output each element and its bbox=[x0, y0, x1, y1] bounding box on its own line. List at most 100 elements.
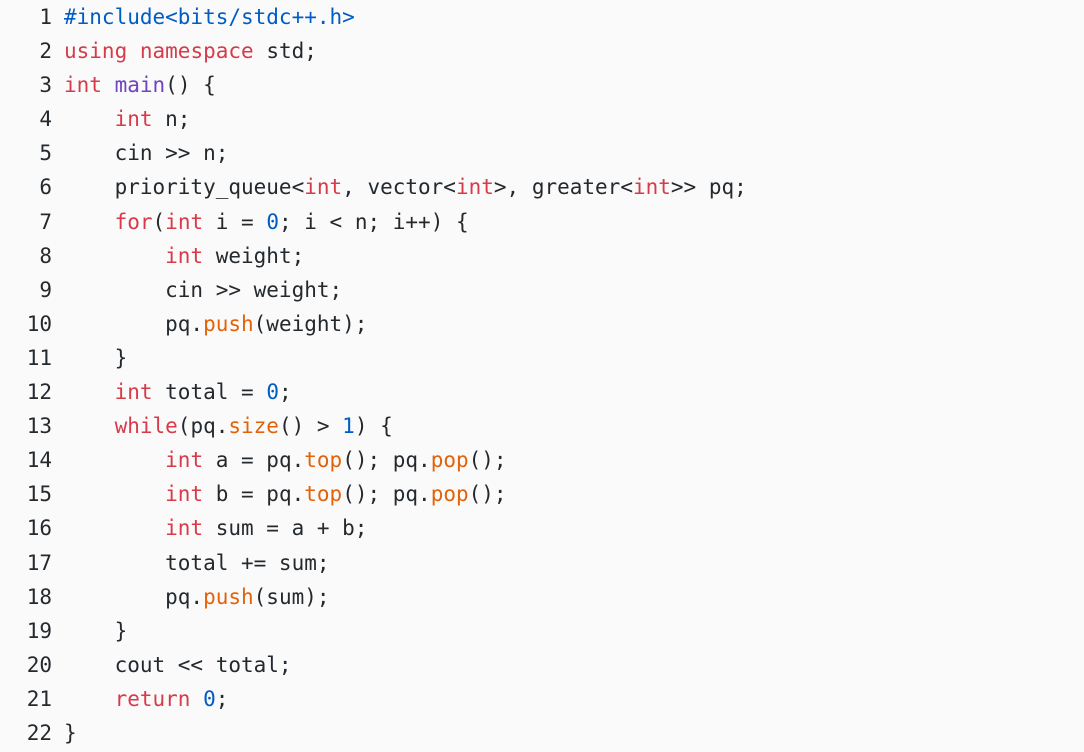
line-source: int total = 0; bbox=[52, 375, 292, 409]
code-text: } bbox=[64, 720, 77, 745]
code-text: ; bbox=[278, 380, 292, 405]
keyword-token: int bbox=[114, 107, 153, 132]
code-text bbox=[64, 107, 115, 131]
code-text: >, greater< bbox=[493, 175, 633, 200]
line-number: 19 bbox=[26, 618, 52, 643]
line-number: 2 bbox=[39, 39, 52, 64]
line-number: 21 bbox=[26, 686, 52, 711]
code-text: total = bbox=[152, 380, 267, 405]
line-source: total += sum; bbox=[52, 546, 330, 580]
code-text: (pq. bbox=[177, 414, 229, 439]
line-source: } bbox=[52, 341, 128, 375]
code-text: ( bbox=[152, 209, 166, 234]
code-text: >> pq; bbox=[670, 175, 747, 200]
line-source: } bbox=[52, 614, 128, 648]
line-source: int a = pq.top(); pq.pop(); bbox=[52, 443, 507, 477]
code-line: 6 priority_queue<int, vector<int>, great… bbox=[0, 170, 1084, 204]
line-number: 14 bbox=[26, 448, 52, 473]
code-line: 22} bbox=[0, 716, 1084, 750]
code-text: pq. bbox=[64, 584, 204, 609]
code-text: b = pq. bbox=[203, 482, 305, 507]
code-text: cin >> weight; bbox=[64, 277, 343, 302]
code-line: 8 int weight; bbox=[0, 239, 1084, 273]
code-text: std; bbox=[253, 39, 317, 64]
line-number: 10 bbox=[26, 311, 52, 336]
line-number: 12 bbox=[26, 380, 52, 405]
line-number: 17 bbox=[26, 550, 52, 575]
keyword-token: for bbox=[114, 209, 153, 234]
code-line: 11 } bbox=[0, 341, 1084, 375]
keyword-token: using bbox=[64, 39, 128, 64]
line-source: int n; bbox=[52, 102, 191, 136]
line-number: 4 bbox=[39, 107, 52, 132]
line-source: pq.push(sum); bbox=[52, 580, 330, 614]
code-text bbox=[64, 414, 115, 438]
code-line: 1#include<bits/stdc++.h> bbox=[0, 0, 1084, 34]
code-text bbox=[102, 73, 115, 97]
code-text: pq. bbox=[64, 311, 204, 336]
code-text: i = bbox=[203, 209, 267, 234]
code-text bbox=[64, 687, 115, 711]
line-number: 20 bbox=[26, 652, 52, 677]
line-source: #include<bits/stdc++.h> bbox=[52, 0, 355, 34]
line-number: 16 bbox=[26, 516, 52, 541]
code-text: () { bbox=[165, 73, 216, 98]
keyword-token: int bbox=[304, 175, 343, 200]
line-source: for(int i = 0; i < n; i++) { bbox=[52, 205, 469, 239]
method-token: push bbox=[203, 584, 254, 609]
function-token: main bbox=[114, 73, 166, 98]
code-text: } bbox=[64, 618, 128, 643]
line-number: 6 bbox=[39, 175, 52, 200]
code-text: n; bbox=[152, 107, 191, 132]
code-line: 10 pq.push(weight); bbox=[0, 307, 1084, 341]
code-line: 14 int a = pq.top(); pq.pop(); bbox=[0, 443, 1084, 477]
code-line: 4 int n; bbox=[0, 102, 1084, 136]
code-text: ; bbox=[215, 686, 229, 711]
code-text bbox=[64, 516, 165, 540]
line-number: 3 bbox=[39, 73, 52, 98]
line-source: int b = pq.top(); pq.pop(); bbox=[52, 477, 507, 511]
code-text: (); bbox=[468, 448, 507, 473]
line-source: cout << total; bbox=[52, 648, 292, 682]
code-text: cin >> n; bbox=[64, 141, 229, 166]
code-text bbox=[64, 482, 165, 506]
code-text: total += sum; bbox=[64, 550, 330, 575]
code-text bbox=[64, 244, 165, 268]
code-line: 18 pq.push(sum); bbox=[0, 580, 1084, 614]
code-text: ) { bbox=[354, 414, 393, 439]
code-text bbox=[64, 380, 115, 404]
keyword-token: return bbox=[114, 686, 191, 711]
code-text: () > bbox=[278, 414, 343, 439]
number-token: 1 bbox=[342, 414, 355, 439]
code-line: 5 cin >> n; bbox=[0, 136, 1084, 170]
line-number: 15 bbox=[26, 482, 52, 507]
line-source: } bbox=[52, 716, 77, 750]
number-token: 0 bbox=[203, 686, 216, 711]
keyword-token: int bbox=[632, 175, 671, 200]
code-text: (sum); bbox=[253, 584, 330, 609]
code-text: (); bbox=[468, 482, 507, 507]
line-source: pq.push(weight); bbox=[52, 307, 367, 341]
keyword-token: int bbox=[114, 380, 153, 405]
code-text bbox=[64, 210, 115, 234]
method-token: pop bbox=[430, 448, 469, 473]
keyword-token: int bbox=[165, 516, 204, 541]
keyword-token: int bbox=[165, 209, 204, 234]
line-source: priority_queue<int, vector<int>, greater… bbox=[52, 170, 747, 204]
method-token: push bbox=[203, 311, 254, 336]
code-text: } bbox=[64, 345, 128, 370]
line-number: 22 bbox=[26, 720, 52, 745]
line-number: 5 bbox=[39, 141, 52, 166]
preprocessor-token: #include<bits/stdc++.h> bbox=[64, 5, 355, 29]
code-line: 20 cout << total; bbox=[0, 648, 1084, 682]
line-source: int weight; bbox=[52, 239, 304, 273]
code-text: (); pq. bbox=[342, 448, 431, 473]
line-source: while(pq.size() > 1) { bbox=[52, 409, 393, 443]
keyword-token: int bbox=[165, 448, 204, 473]
method-token: size bbox=[228, 414, 279, 439]
keyword-token: int bbox=[165, 482, 204, 507]
line-number: 9 bbox=[39, 277, 52, 302]
code-line: 9 cin >> weight; bbox=[0, 273, 1084, 307]
